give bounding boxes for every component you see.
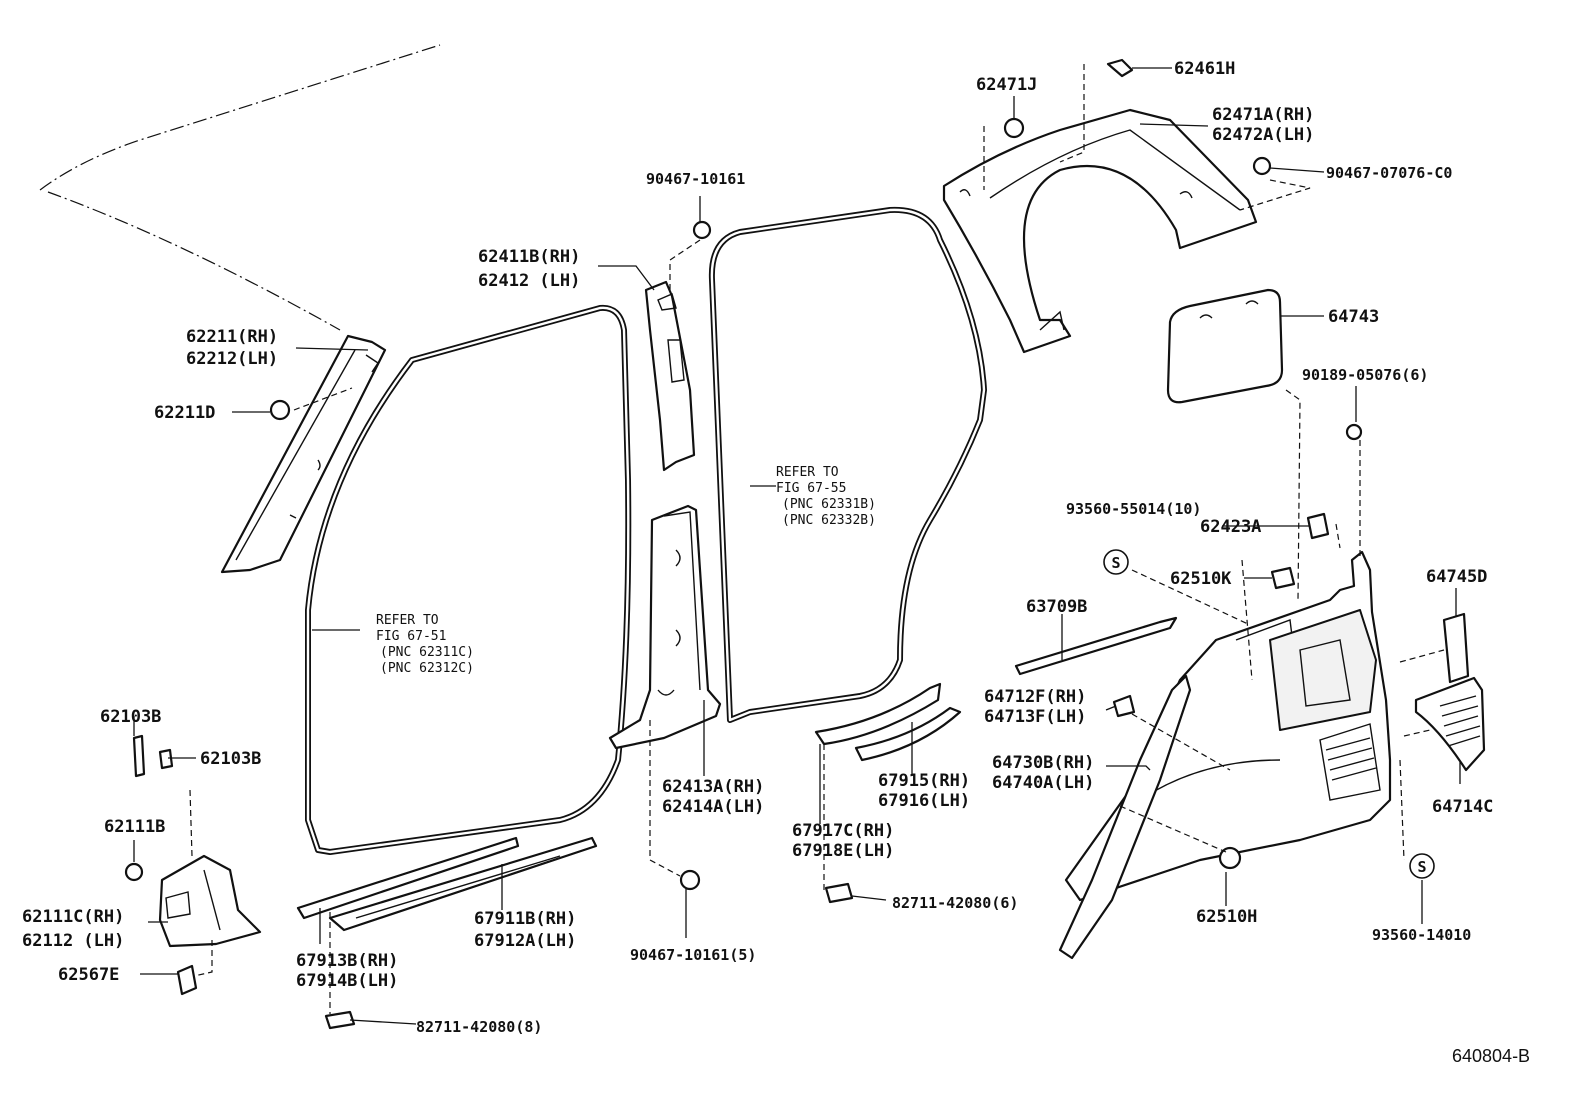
label-64714C: 64714C [1432,797,1493,817]
label-90189: 90189-05076(6) [1302,366,1428,384]
quarter-panel-cover [1166,288,1284,404]
label-67911B: 67911B(RH) [474,909,576,929]
label-64745D: 64745D [1426,567,1487,587]
label-82711-8: 82711-42080(8) [416,1018,542,1036]
label-63709B: 63709B [1026,597,1087,617]
label-62211D: 62211D [154,403,215,423]
label-62414A: 62414A(LH) [662,797,764,817]
label-62510K: 62510K [1170,569,1232,589]
svg-text:REFER TO: REFER TO [776,465,839,480]
front-pillar-garnish [220,334,387,574]
label-62461H: 62461H [1174,59,1235,79]
label-67918E: 67918E(LH) [792,841,894,861]
svg-text:REFER TO: REFER TO [376,613,439,628]
s-symbol-lower: S [1409,853,1435,879]
quarter-vent-grille [1414,676,1486,772]
label-64713F: 64713F(LH) [984,707,1086,727]
label-62413A: 62413A(RH) [662,777,764,797]
svg-text:S: S [1111,554,1120,572]
diagram-code: 640804-B [1452,1046,1530,1066]
roof-side-inner-garnish [942,108,1258,354]
label-62111C: 62111C(RH) [22,907,124,927]
label-62423A: 62423A [1200,517,1261,537]
center-pillar-upper-garnish [644,280,696,472]
label-62472A: 62472A(LH) [1212,125,1314,145]
label-67915: 67915(RH) [878,771,970,791]
label-62111B: 62111B [104,817,165,837]
rear-scuff-plate [814,682,962,762]
leader-lines [133,67,1461,1025]
label-67916: 67916(LH) [878,791,970,811]
label-62567E: 62567E [58,965,119,985]
label-93560-14010: 93560-14010 [1372,926,1471,944]
label-67912A: 67912A(LH) [474,931,576,951]
center-pillar-lower-garnish [608,504,722,750]
label-90467-10161-top: 90467-10161 [646,170,745,188]
svg-text:(PNC 62312C): (PNC 62312C) [380,661,474,676]
label-64712F: 64712F(RH) [984,687,1086,707]
label-62471A: 62471A(RH) [1212,105,1314,125]
label-90467-07076: 90467-07076-C0 [1326,164,1452,182]
label-62510H: 62510H [1196,907,1257,927]
assembly-lines [189,64,1445,1014]
label-67917C: 67917C(RH) [792,821,894,841]
label-62103B-b: 62103B [200,749,261,769]
label-62211: 62211(RH) [186,327,278,347]
label-93560-55014: 93560-55014(10) [1066,500,1201,518]
front-door-reference-note: REFER TO FIG 67-51 (PNC 62311C) (PNC 623… [376,613,474,676]
roof-outline-2 [47,191,341,331]
label-82711-6: 82711-42080(6) [892,894,1018,912]
trim-bracket [1442,612,1470,684]
svg-text:(PNC 62311C): (PNC 62311C) [380,645,474,660]
front-door-weatherstrip [305,304,632,855]
floor-strip [1014,616,1178,676]
roof-outline [39,44,441,191]
cowl-side-trim [158,854,262,948]
label-62112: 62112 (LH) [22,931,124,951]
svg-text:S: S [1417,858,1426,876]
svg-text:(PNC 62332B): (PNC 62332B) [782,513,876,528]
s-symbol-upper: S [1103,549,1129,575]
svg-text:FIG 67-51: FIG 67-51 [376,629,446,644]
label-62212: 62212(LH) [186,349,278,369]
rear-door-weatherstrip [708,206,987,723]
label-62411B: 62411B(RH) [478,247,580,267]
front-scuff-plate [296,836,598,932]
label-67914B: 67914B(LH) [296,971,398,991]
svg-text:FIG 67-55: FIG 67-55 [776,481,846,496]
deck-side-rail [1058,674,1192,960]
label-62471J: 62471J [976,75,1037,95]
label-67913B: 67913B(RH) [296,951,398,971]
rear-door-reference-note: REFER TO FIG 67-55 (PNC 62331B) (PNC 623… [776,465,876,528]
svg-text:(PNC 62331B): (PNC 62331B) [782,497,876,512]
fasteners [124,58,1363,1030]
label-64743: 64743 [1328,307,1379,327]
label-62412: 62412 (LH) [478,271,580,291]
label-64730B: 64730B(RH) [992,753,1094,773]
part-labels: 62461H 62471J 62471A(RH) 62472A(LH) 9046… [22,59,1493,1036]
label-62103B-a: 62103B [100,707,161,727]
label-90467-10161-5: 90467-10161(5) [630,946,756,964]
label-64740A: 64740A(LH) [992,773,1094,793]
